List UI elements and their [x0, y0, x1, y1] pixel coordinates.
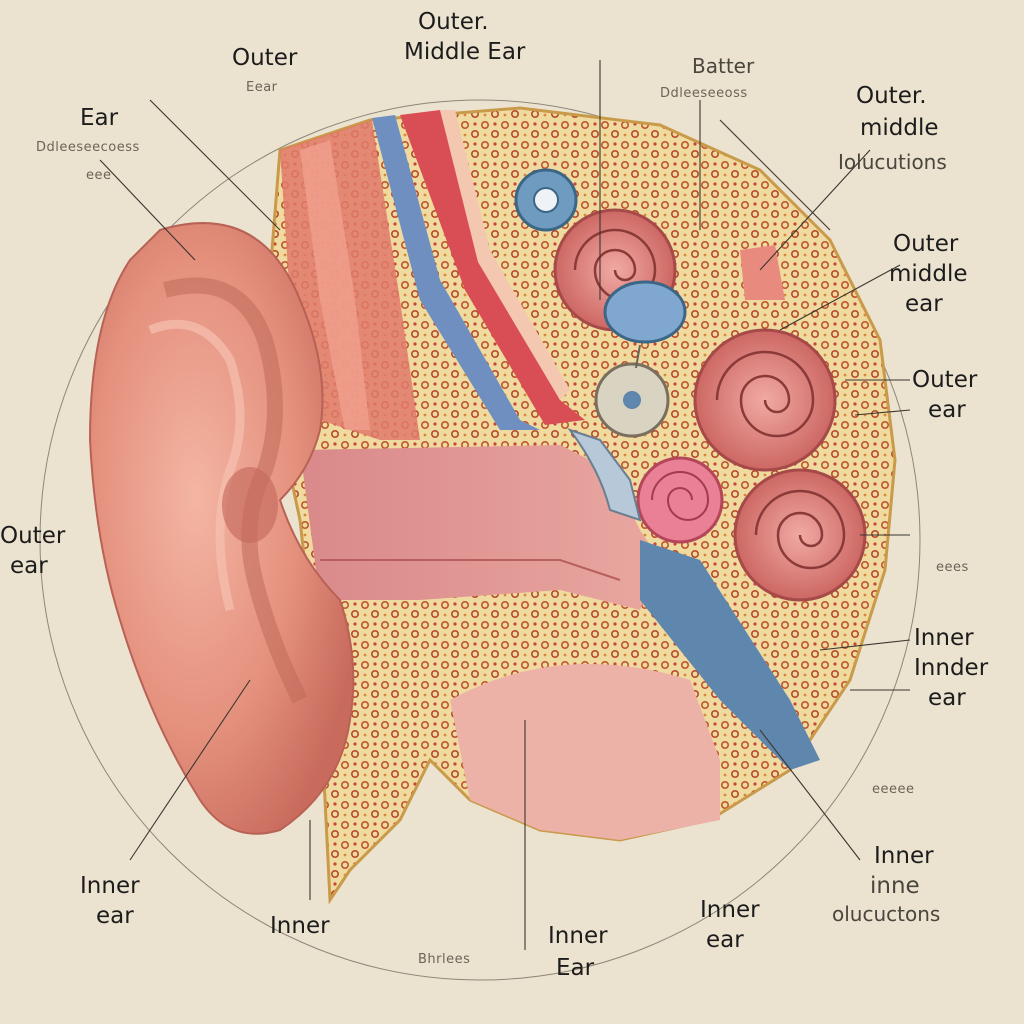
label-bottom-3-1: Inner [548, 923, 608, 949]
label-right-d-2: Innder [914, 655, 989, 681]
label-right-c-2: ear [928, 397, 966, 423]
label-top-right-sub: Ddleeseeoss [660, 86, 748, 101]
label-right-d-3: ear [928, 685, 966, 711]
label-br-2: inne [870, 873, 920, 899]
leader-lines [99, 60, 911, 950]
label-left-ear: Ear [80, 105, 119, 131]
label-right-small-2: eeeee [872, 782, 915, 797]
auditory-nerve [640, 540, 820, 770]
ear-canal [300, 445, 660, 610]
label-top-center-2: Middle Ear [404, 39, 526, 65]
label-bottom-left-2: ear [96, 903, 134, 929]
label-left-outer-1: Outer [0, 523, 66, 549]
label-right-b-1: Outer [893, 231, 959, 257]
label-bottom-4-2: ear [706, 927, 744, 953]
label-right-a-1: Outer. [856, 83, 927, 109]
label-top-center-1: Outer. [418, 9, 489, 35]
label-left-ear-sub2: eee [86, 168, 112, 183]
label-right-a-3: Iolucutions [838, 150, 947, 174]
label-left-outer-2: ear [10, 553, 48, 579]
label-right-d-1: Inner [914, 625, 974, 651]
label-top-right: Batter [692, 54, 755, 78]
label-br-3: olucuctons [832, 902, 941, 926]
label-top-outer-sub: Eear [246, 80, 278, 95]
label-right-small: eees [936, 560, 969, 575]
label-right-b-2: middle [889, 261, 968, 287]
label-top-outer: Outer [232, 45, 298, 71]
label-bottom-3-2: Ear [556, 955, 595, 981]
label-br-1: Inner [874, 843, 934, 869]
label-right-c-1: Outer [912, 367, 978, 393]
label-bottom-4-1: Inner [700, 897, 760, 923]
label-right-b-3: ear [905, 291, 943, 317]
label-right-a-2: middle [860, 115, 939, 141]
label-bottom-left-1: Inner [80, 873, 140, 899]
label-bottom-sub: Bhrlees [418, 952, 471, 967]
label-left-ear-sub: Ddleeseecoess [36, 140, 140, 155]
label-bottom-2: Inner [270, 913, 330, 939]
